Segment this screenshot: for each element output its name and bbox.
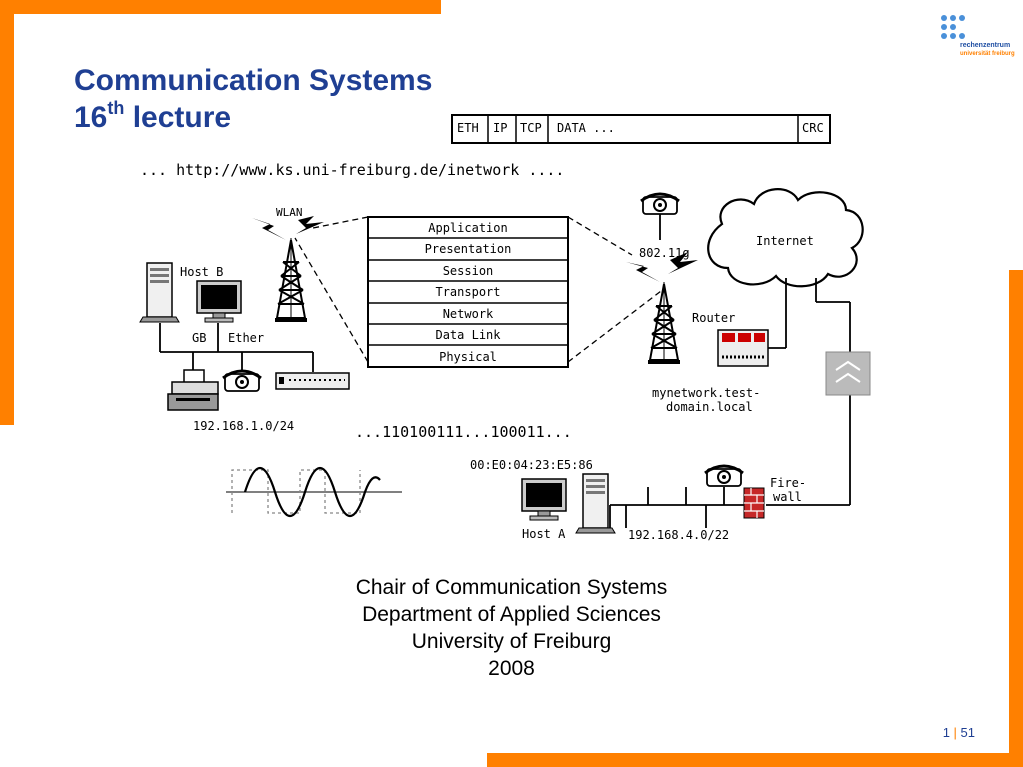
host-a-tower-icon	[575, 473, 616, 534]
rz-logo-dots-icon	[941, 15, 965, 39]
phone-icon	[704, 464, 744, 487]
credit-year: 2008	[488, 657, 535, 680]
osi-layer-presentation: Presentation	[425, 242, 512, 256]
mac-address-label: 00:E0:04:23:E5:86	[470, 458, 593, 472]
firewall-icon	[743, 487, 765, 519]
domain-line1: mynetwork.test-	[652, 386, 760, 400]
firewall-label-line1: Fire-	[770, 476, 806, 490]
packet-field-crc: CRC	[802, 121, 824, 135]
signal-wave	[226, 467, 402, 517]
host-a-monitor-icon	[521, 478, 567, 521]
packet-header: ETH IP TCP DATA ... CRC	[451, 114, 831, 144]
phone-icon	[222, 369, 262, 392]
lecture-number: 16	[74, 101, 108, 134]
wifi-antenna-icon	[626, 252, 698, 364]
gb-label: GB	[192, 331, 206, 345]
osi-layer-transport: Transport	[435, 285, 500, 299]
right-lan-bus	[609, 487, 744, 530]
credit-chair: Chair of Communication Systems	[355, 576, 668, 599]
wifi-standard-label: 802.11g	[639, 246, 690, 260]
printer-icon	[167, 369, 219, 411]
gateway-box-icon	[825, 351, 871, 396]
host-b-tower-icon	[139, 262, 180, 323]
subnet-left-label: 192.168.1.0/24	[193, 419, 294, 433]
url-text: ... http://www.ks.uni-freiburg.de/inetwo…	[140, 161, 564, 179]
domain-line2: domain.local	[666, 400, 753, 414]
logo-text-rechenzentrum: rechenzentrum	[960, 42, 1011, 49]
page-separator: |	[949, 725, 961, 740]
slide-title: Communication Systems	[74, 64, 433, 97]
page-total: 51	[960, 725, 975, 740]
bitstream-text: ...110100111...100011...	[355, 423, 572, 441]
packet-field-eth: ETH	[457, 121, 479, 135]
ether-label: Ether	[228, 331, 264, 345]
osi-layer-network: Network	[443, 307, 494, 321]
packet-field-ip: IP	[493, 121, 507, 135]
top-left-orange-bar	[0, 0, 441, 14]
host-b-monitor-icon	[196, 280, 242, 323]
packet-field-tcp: TCP	[520, 121, 542, 135]
host-b-label: Host B	[180, 265, 223, 279]
switch-icon	[275, 372, 350, 390]
left-lan-bus	[159, 323, 314, 372]
lecture-word: lecture	[124, 101, 232, 134]
page-current: 1	[942, 725, 950, 740]
wan-links	[766, 278, 851, 506]
lecture-number-suffix: th	[107, 98, 125, 118]
osi-layer-application: Application	[428, 221, 507, 235]
left-orange-bar	[0, 0, 14, 425]
osi-stack: Application Presentation Session Transpo…	[367, 216, 569, 368]
osi-layer-physical: Physical	[439, 350, 497, 364]
wlan-antenna-icon: WLAN	[252, 206, 324, 322]
credit-university: University of Freiburg	[411, 630, 612, 653]
router-label: Router	[692, 311, 735, 325]
subnet-right-label: 192.168.4.0/22	[628, 528, 729, 542]
right-orange-bar	[1009, 270, 1023, 767]
bottom-right-orange-bar	[487, 753, 1023, 767]
host-a-label: Host A	[522, 527, 566, 541]
osi-layer-data-link: Data Link	[435, 328, 501, 342]
zoom-lines	[294, 216, 666, 363]
page-number: 1 | 51	[943, 725, 975, 740]
internet-cloud-icon	[707, 188, 864, 288]
slide-subtitle: 16th lecture	[74, 98, 232, 135]
packet-field-data: DATA ...	[557, 121, 615, 135]
osi-layer-session: Session	[443, 264, 494, 278]
internet-label: Internet	[756, 234, 814, 248]
router-icon	[717, 329, 769, 367]
credit-department: Department of Applied Sciences	[362, 603, 661, 626]
firewall-label-line2: wall	[773, 490, 802, 504]
phone-icon	[640, 192, 680, 215]
logo-text-university: universität freiburg	[960, 51, 1015, 57]
wlan-label: WLAN	[276, 206, 303, 219]
